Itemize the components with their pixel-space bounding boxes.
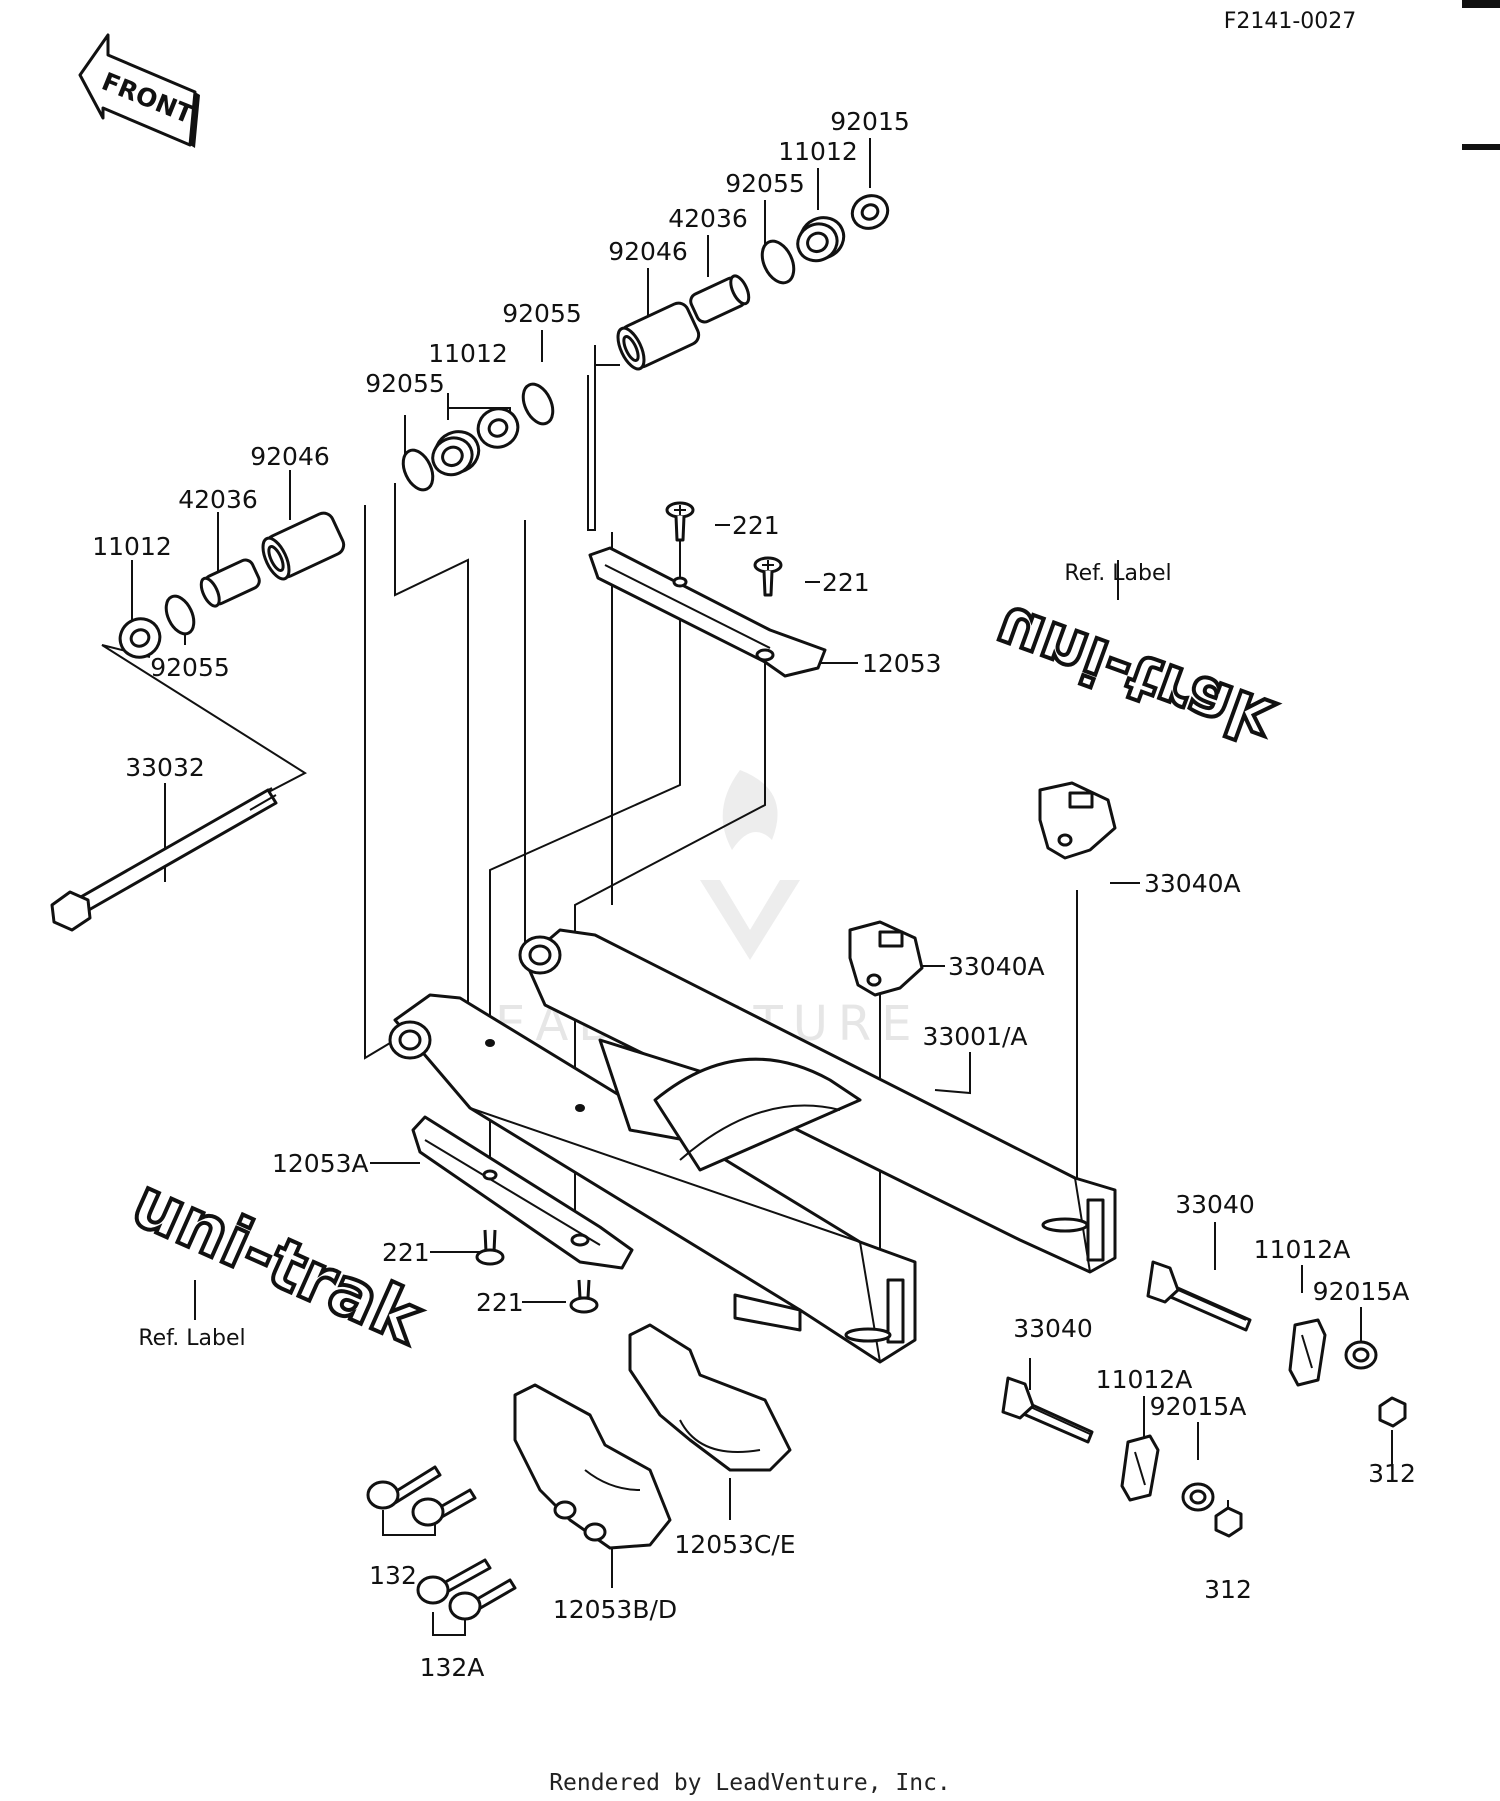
footer-credit: Rendered by LeadVenture, Inc. [549, 1770, 951, 1796]
callout-33040A-a: 33040A [1144, 869, 1241, 898]
collar-42036 [689, 274, 751, 324]
bearing-11012-b [476, 407, 520, 449]
chain-slider-12053A [411, 1115, 634, 1270]
adjuster-bolt-33040-b [1001, 1376, 1094, 1444]
callout-92055-c: 92055 [365, 369, 445, 398]
callout-92015: 92015 [830, 107, 910, 136]
swingarm-33001 [388, 928, 1117, 1364]
callout-33040-a: 33040 [1175, 1190, 1255, 1219]
oring-92055 [760, 239, 796, 285]
callout-11012-c: 11012 [92, 532, 172, 561]
oring-92055-d [164, 594, 196, 636]
adjuster-bolt-33040-a [1146, 1260, 1252, 1332]
callout-221-b: 221 [822, 568, 870, 597]
screw-221-d [569, 1279, 599, 1314]
callout-92046-b: 92046 [250, 442, 330, 471]
callout-42036-b: 42036 [178, 485, 258, 514]
nut-312-a [1378, 1396, 1407, 1428]
callout-221-c: 221 [382, 1238, 430, 1267]
oring-92055-c [401, 448, 435, 492]
bearing-11012-d [118, 617, 162, 659]
callout-132A: 132A [420, 1653, 485, 1682]
callout-92055-b: 92055 [502, 299, 582, 328]
callout-92046: 92046 [608, 237, 688, 266]
page-edge-marks [1462, 0, 1500, 150]
washer-92015A-b [1181, 1482, 1215, 1512]
screw-221-b [753, 556, 783, 597]
callout-33040-b: 33040 [1013, 1314, 1093, 1343]
callout-11012A-a: 11012A [1254, 1235, 1351, 1264]
oring-92055-b [521, 382, 555, 426]
callout-312-b: 312 [1204, 1575, 1252, 1604]
callout-42036: 42036 [668, 204, 748, 233]
screw-221-a [665, 501, 695, 542]
chain-guide-12053C [628, 1323, 792, 1472]
adjuster-block-33040A-b [848, 920, 924, 997]
bolts-132 [366, 1465, 517, 1621]
adjuster-plate-11012A-a [1288, 1318, 1327, 1387]
pivot-shaft-33032 [50, 787, 278, 932]
pivot-hardware-left [118, 382, 555, 659]
adjuster-plate-11012A-b [1120, 1434, 1160, 1502]
callout-92015A-a: 92015A [1313, 1277, 1410, 1306]
decal-top: uni-trak [984, 588, 1285, 760]
callout-11012: 11012 [778, 137, 858, 166]
pivot-hardware-right [616, 194, 890, 371]
nut-312-b [1214, 1506, 1243, 1538]
callout-92055-d: 92055 [150, 653, 230, 682]
callout-221-d: 221 [476, 1288, 524, 1317]
ref-label-bottom: Ref. Label [138, 1326, 245, 1351]
bearing-11012-c [431, 430, 481, 477]
callout-11012A-b: 11012A [1096, 1365, 1193, 1394]
callout-12053BD: 12053B/D [553, 1595, 677, 1624]
callout-33040A-b: 33040A [948, 952, 1045, 981]
collar-42036-b [199, 558, 261, 608]
callout-11012-b: 11012 [428, 339, 508, 368]
bearing-11012 [796, 216, 846, 263]
decal-top-text: uni-trak [986, 590, 1283, 758]
callout-132: 132 [369, 1561, 417, 1590]
nut-92015 [850, 194, 890, 230]
callout-33032: 33032 [125, 753, 205, 782]
part-callouts: 92015 11012 92055 42036 92046 92055 1101… [92, 107, 1416, 1682]
callout-33001A: 33001/A [922, 1022, 1027, 1051]
adjuster-block-33040A-a [1038, 781, 1117, 860]
diagram-code: F2141-0027 [1224, 9, 1357, 34]
callout-12053A: 12053A [272, 1149, 369, 1178]
callout-221-a: 221 [732, 511, 780, 540]
sleeve-92046-b [261, 511, 346, 581]
callout-312-a: 312 [1368, 1459, 1416, 1488]
sleeve-92046 [616, 301, 701, 371]
callout-12053: 12053 [862, 649, 942, 678]
screw-221-c [475, 1229, 505, 1266]
callout-92055: 92055 [725, 169, 805, 198]
washer-92015A-a [1344, 1340, 1378, 1370]
callout-92015A-b: 92015A [1150, 1392, 1247, 1421]
chain-slider-12053 [588, 546, 827, 678]
callout-12053CE: 12053C/E [674, 1530, 795, 1559]
ref-label-top: Ref. Label [1064, 561, 1171, 586]
front-arrow-icon: FRONT [78, 33, 200, 148]
chain-guide-12053B [513, 1383, 672, 1550]
